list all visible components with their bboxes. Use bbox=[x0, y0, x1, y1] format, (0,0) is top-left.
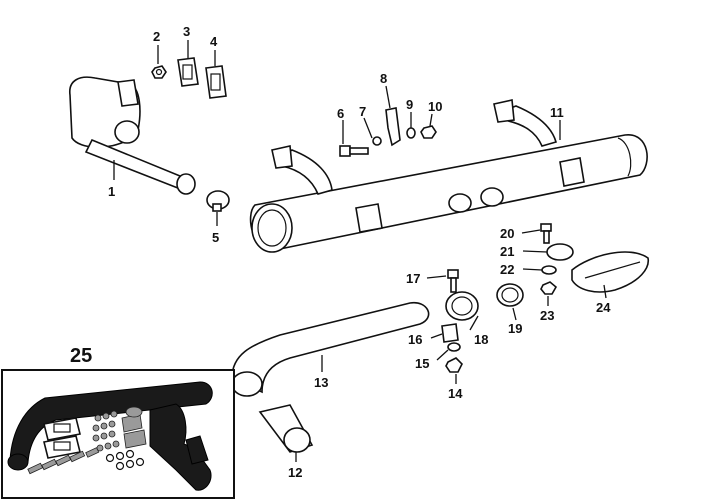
callout-24: 24 bbox=[596, 300, 611, 315]
part-17-bolt bbox=[447, 269, 459, 293]
part-19-clamp bbox=[496, 283, 524, 307]
callout-13: 13 bbox=[314, 375, 328, 390]
part-6-bolt bbox=[339, 145, 369, 157]
callout-8: 8 bbox=[380, 71, 387, 86]
callout-labels: 1 2 3 4 5 6 7 8 9 10 11 12 13 14 15 16 1… bbox=[70, 24, 611, 480]
callout-5: 5 bbox=[212, 230, 219, 245]
part-23-nut bbox=[540, 281, 558, 295]
inset-bolts bbox=[27, 447, 100, 475]
callout-10: 10 bbox=[428, 99, 442, 114]
callout-22: 22 bbox=[500, 262, 514, 277]
callout-16: 16 bbox=[408, 332, 422, 347]
callout-6: 6 bbox=[337, 106, 344, 121]
callout-20: 20 bbox=[500, 226, 514, 241]
part-15-washer bbox=[447, 342, 461, 352]
inset-clamps bbox=[121, 406, 147, 449]
part-8-bracket bbox=[385, 107, 401, 147]
callout-4: 4 bbox=[210, 34, 218, 49]
part-7-washer bbox=[372, 136, 382, 146]
part-3-gasket bbox=[177, 57, 199, 87]
part-21-clamp bbox=[546, 243, 574, 261]
leader-lines bbox=[113, 40, 607, 462]
callout-11: 11 bbox=[550, 105, 564, 120]
part-4-gasket bbox=[205, 65, 227, 99]
part-11-muffler bbox=[249, 99, 648, 253]
part-20-bolt bbox=[540, 223, 552, 244]
callout-15: 15 bbox=[415, 356, 429, 371]
part-10-nut bbox=[420, 125, 437, 139]
part-22-washer bbox=[541, 265, 557, 275]
part-9-washer bbox=[406, 127, 416, 139]
part-16-bracket bbox=[441, 323, 459, 343]
callout-1: 1 bbox=[108, 184, 115, 199]
callout-2: 2 bbox=[153, 29, 160, 44]
part-2-nut bbox=[151, 65, 167, 79]
callout-3: 3 bbox=[183, 24, 190, 39]
callout-9: 9 bbox=[406, 97, 413, 112]
part-24-heat-shield bbox=[571, 251, 649, 293]
callout-25: 25 bbox=[70, 345, 92, 367]
callout-18: 18 bbox=[474, 332, 488, 347]
part-14-nut bbox=[445, 357, 463, 373]
callout-7: 7 bbox=[359, 104, 366, 119]
callout-23: 23 bbox=[540, 308, 554, 323]
part-12-tail-tip bbox=[258, 404, 314, 453]
inset-kit-25 bbox=[1, 369, 235, 499]
part-1-manifold-pipe bbox=[69, 76, 196, 195]
part-5-clamp bbox=[206, 190, 230, 212]
part-18-clamp bbox=[445, 291, 479, 321]
inset-nuts-washers bbox=[92, 410, 145, 471]
callout-17: 17 bbox=[406, 271, 420, 286]
part-13-tail-pipe bbox=[231, 301, 430, 397]
callout-19: 19 bbox=[508, 321, 522, 336]
callout-14: 14 bbox=[448, 386, 463, 401]
callout-12: 12 bbox=[288, 465, 302, 480]
callout-21: 21 bbox=[500, 244, 514, 259]
